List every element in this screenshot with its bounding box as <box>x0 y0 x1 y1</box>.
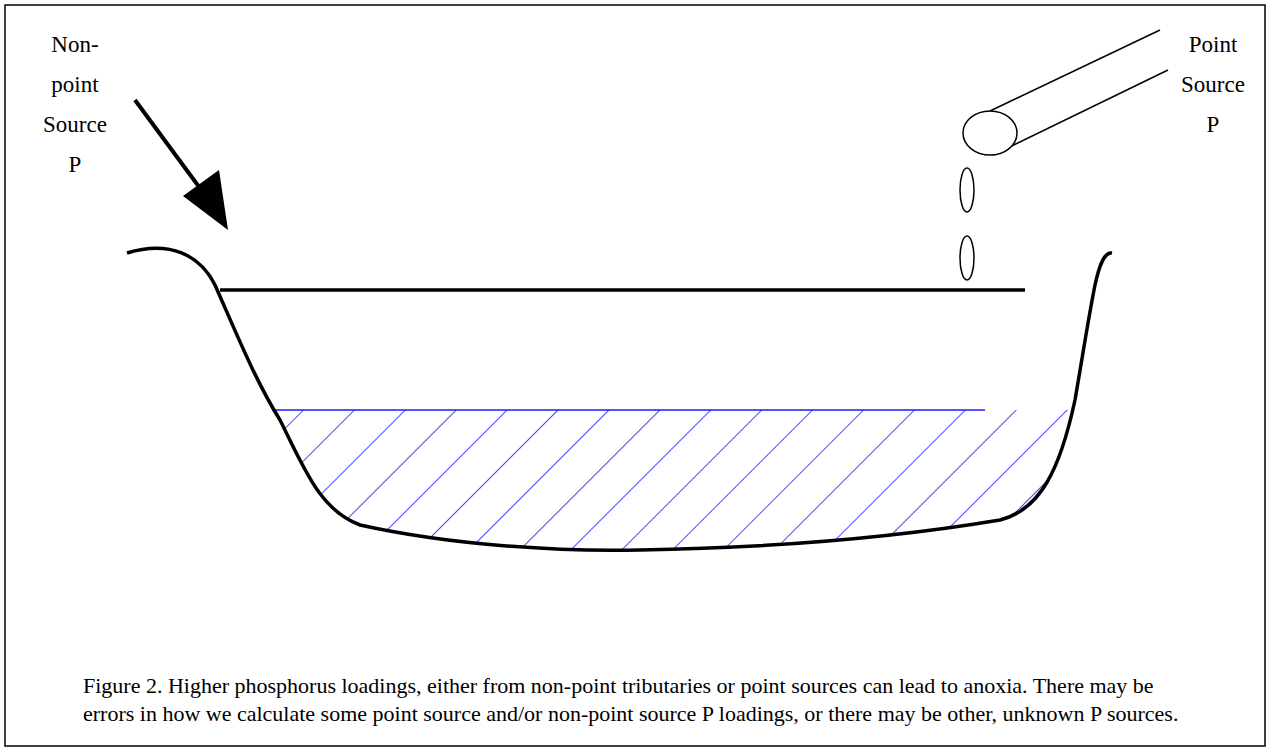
drop <box>960 168 974 212</box>
pipe-edge <box>993 70 1168 155</box>
basin-outline <box>127 248 1112 550</box>
arrow-head <box>183 170 228 230</box>
frame <box>5 5 1265 746</box>
sediment-line <box>272 409 985 411</box>
pipe-edge <box>990 30 1160 111</box>
arrow-shaft <box>135 100 205 195</box>
drop <box>960 236 974 280</box>
source-label: Point Source P <box>1181 25 1245 145</box>
source-label: Non-point Source P <box>43 25 107 185</box>
water-surface <box>220 288 1025 292</box>
sediment-hatching <box>200 410 1120 570</box>
figure-caption: Figure 2. Higher phosphorus loadings, ei… <box>83 672 1193 728</box>
pipe-mouth <box>963 111 1017 155</box>
